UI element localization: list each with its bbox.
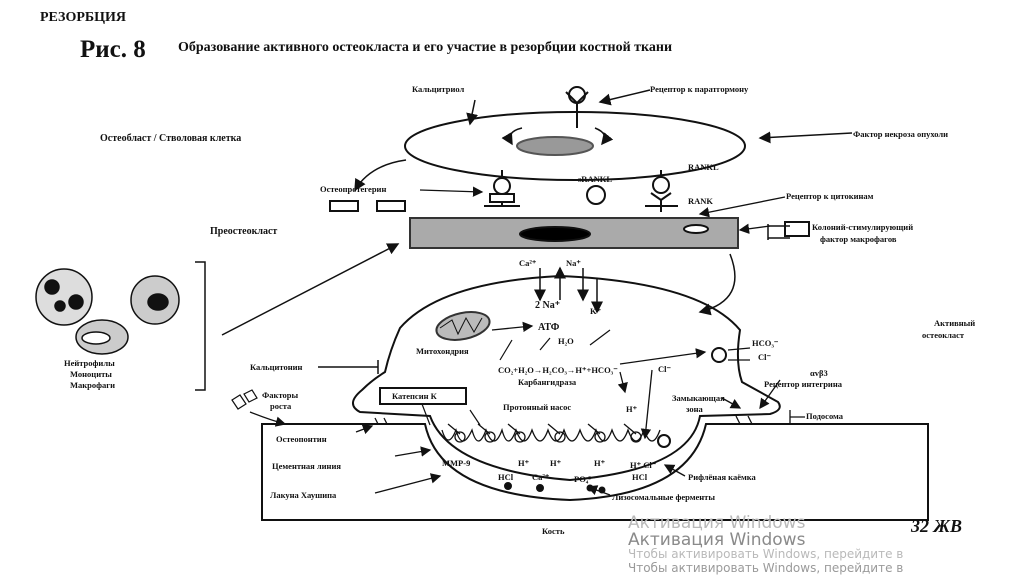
label-tnf: Фактор некроза опухоли [853, 129, 949, 139]
label-srankl: sRANKL [578, 174, 613, 184]
label-mitochondria: Митохондрия [416, 346, 469, 356]
osteoblast-cell [404, 111, 746, 181]
label-h-plus: H⁺ [626, 404, 638, 414]
label-atp: АТФ [538, 322, 560, 333]
page-number: 32 ЖВ [910, 516, 962, 536]
label-calcitonin: Кальцитонин [250, 362, 303, 372]
rankl-icon [652, 176, 670, 194]
label-active-osteoclast-1: Активный [934, 318, 976, 328]
label-po4: PO₄³⁻ [574, 474, 596, 484]
label-ruffled-border: Рифлёная каёмка [688, 472, 756, 482]
preosteoclast-nucleus [519, 226, 591, 242]
cathepsin-box [379, 387, 467, 405]
label-ca-low: Ca²⁺ [532, 472, 550, 482]
srankl-icon [586, 185, 606, 205]
label-h2: H⁺ [550, 458, 562, 468]
label-mcsf-2: фактор макрофагов [820, 234, 897, 244]
watermark-line-3: Чтобы активировать Windows, перейдите в [628, 547, 904, 561]
label-osteoprotegerin: Остеопротегерин [320, 184, 387, 194]
pth-receptor-icon [568, 86, 586, 104]
label-preosteoclast: Преостеокласт [210, 226, 278, 237]
growth-factors-icon [231, 389, 258, 410]
label-h3: H⁺ [594, 458, 606, 468]
label-sealing-zone-1: Замыкающая [672, 393, 725, 403]
label-rankl: RANKL [688, 162, 719, 172]
ruffled-border [441, 427, 661, 442]
label-cathepsin: Катепсин К [392, 391, 437, 401]
opg-box-1 [329, 200, 359, 212]
watermark-line-4: Чтобы активировать Windows, перейдите в [628, 561, 904, 575]
label-k: K⁺ [590, 306, 602, 316]
hco3-exchanger-icon [711, 347, 727, 363]
label-monocytes: Моноциты [70, 369, 112, 379]
osteoblast-nucleus [516, 136, 594, 156]
label-integrin: αvβ3 [810, 368, 828, 378]
opg-box-2 [376, 200, 406, 212]
label-pth-receptor: Рецептор к паратгормону [650, 84, 749, 94]
label-howship-lacuna: Лакуна Хаушипа [270, 490, 337, 500]
label-bone: Кость [542, 526, 565, 536]
label-hco3: HCO₃⁻ [752, 338, 779, 348]
label-rank: RANK [688, 196, 714, 206]
label-mcsf-1: Колоний-стимулирующий [812, 222, 914, 232]
label-na2: 2 Na⁺ [535, 300, 560, 311]
label-cytokine-receptor: Рецептор к цитокинам [786, 191, 874, 201]
section-heading: РЕЗОРБЦИЯ [40, 10, 127, 25]
label-cl-small: Cl⁻ [658, 364, 671, 374]
figure-number: Рис. 8 [80, 36, 146, 63]
label-lysosomal: Лизосомальные ферменты [612, 492, 715, 502]
label-mmp9: ММР-9 [442, 458, 471, 468]
bone [261, 423, 929, 521]
label-hcl-right: HCl [632, 472, 648, 482]
osteoprotegerin-icon [493, 177, 511, 195]
watermark-line-1: Активация Windows [628, 513, 806, 533]
label-active-osteoclast-2: остеокласт [922, 330, 965, 340]
label-proton-pump: Протонный насос [503, 402, 572, 412]
label-ca: Ca²⁺ [519, 258, 537, 268]
monocyte-icon [130, 275, 180, 325]
label-podosome: Подосома [806, 411, 844, 421]
label-h1: H⁺ [518, 458, 530, 468]
label-hcl-left: HCl [498, 472, 514, 482]
label-h-cl: H⁺ Cl⁻ [630, 460, 657, 470]
label-calcitriol: Кальцитриол [412, 84, 465, 94]
label-reaction: CO₂+H₂O→H₂CO₃→H⁺+HCO₃⁻ [498, 365, 618, 375]
label-sealing-zone-2: зона [686, 404, 703, 414]
mcsf-icon [784, 221, 810, 237]
label-na: Na⁺ [566, 258, 581, 268]
watermark-line-2: Активация Windows [628, 530, 806, 550]
label-neutrophils: Нейтрофилы [64, 358, 115, 368]
label-osteopontin: Остеопонтин [276, 434, 327, 444]
macrophage-icon [75, 319, 129, 355]
label-integrin-receptor: Рецептор интегрина [764, 379, 842, 389]
figure-title: Образование активного остеокласта и его … [178, 40, 673, 55]
label-cl-minus: Cl⁻ [758, 352, 771, 362]
label-growth-factors-1: Факторы [262, 390, 299, 400]
label-cement-line: Цементная линия [272, 461, 341, 471]
label-growth-factors-2: роста [270, 401, 292, 411]
neutrophil-icon [35, 268, 93, 326]
label-macrophages: Макрофаги [70, 380, 116, 390]
label-osteoblast: Остеобласт / Стволовая клетка [100, 133, 242, 144]
mitochondria-icon [435, 311, 491, 341]
active-osteoclast-cell [352, 274, 781, 482]
label-carbonic-anhydrase: Карбангидраза [518, 377, 577, 387]
label-h2o: H₂O [558, 336, 574, 346]
